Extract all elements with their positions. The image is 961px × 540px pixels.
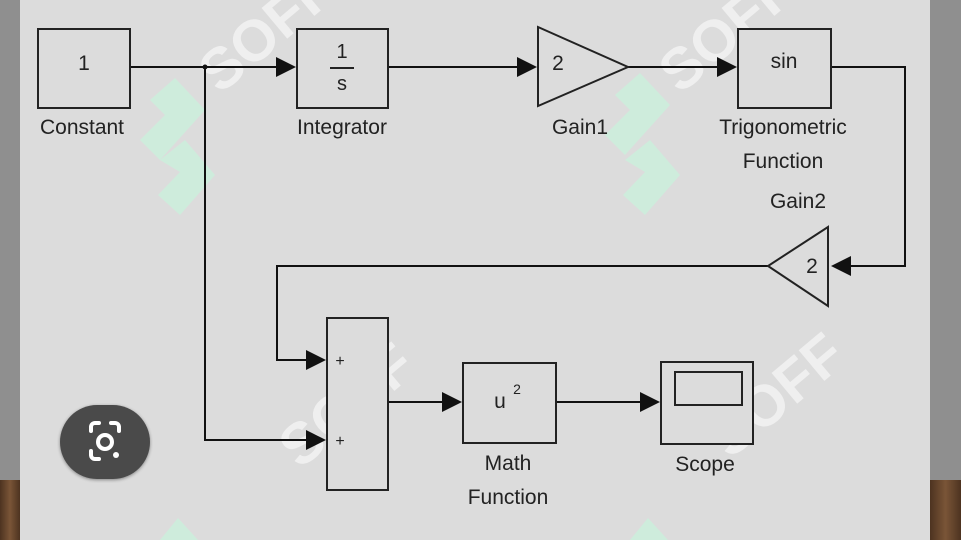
- sum-sign-lower: +: [335, 433, 344, 450]
- integrator-numerator: 1: [336, 41, 347, 63]
- integrator-label: Integrator: [297, 116, 387, 139]
- left-frame-strip: [0, 0, 20, 540]
- math-function-exponent: 2: [513, 381, 521, 397]
- gain2-label: Gain2: [770, 190, 826, 213]
- scope-block[interactable]: [660, 361, 754, 445]
- gain1-value: 2: [552, 52, 564, 75]
- right-frame-strip: [930, 0, 961, 540]
- gain2-block[interactable]: 2: [766, 225, 829, 308]
- sum-sign-upper: +: [335, 353, 344, 370]
- gain1-block[interactable]: 2: [537, 25, 631, 108]
- trig-function-value: sin: [771, 50, 798, 73]
- google-lens-icon: [89, 421, 121, 461]
- gain1-label: Gain1: [552, 116, 608, 139]
- constant-block[interactable]: 1: [37, 28, 131, 109]
- arrow-to-integrator: [276, 57, 296, 77]
- signal-lines: [130, 57, 906, 450]
- block-diagram-canvas: SOFF SOFF SOFF SOFF: [20, 0, 930, 540]
- arrow-to-gain1: [517, 57, 537, 77]
- scope-label: Scope: [675, 453, 735, 476]
- integrator-denominator: s: [337, 73, 347, 95]
- constant-value: 1: [78, 52, 90, 75]
- math-function-block[interactable]: u 2: [462, 362, 557, 444]
- wire-gain2-sum: [276, 265, 768, 361]
- scope-screen: [674, 371, 743, 406]
- math-function-base: u: [494, 390, 506, 413]
- arrow-to-trig: [717, 57, 737, 77]
- sum-block[interactable]: + +: [326, 317, 389, 491]
- trig-label-line2: Function: [743, 150, 824, 173]
- arrow-to-sum-upper: [306, 350, 326, 370]
- trig-label-line1: Trigonometric: [719, 116, 847, 139]
- wire-trig-gain2: [831, 66, 906, 267]
- trigonometric-function-block[interactable]: sin: [737, 28, 832, 109]
- integrator-block[interactable]: 1 s: [296, 28, 389, 109]
- wire-branch-to-sum: [204, 67, 306, 441]
- arrow-to-math: [442, 392, 462, 412]
- wood-corner-left: [0, 480, 20, 540]
- constant-label: Constant: [40, 116, 124, 139]
- arrow-to-gain2: [831, 256, 851, 276]
- google-lens-button[interactable]: [60, 405, 150, 479]
- block-diagram: SOFF SOFF SOFF SOFF: [37, 0, 906, 540]
- gain2-value: 2: [806, 255, 818, 278]
- math-label-line2: Function: [468, 486, 549, 509]
- math-label-line1: Math: [485, 452, 532, 475]
- wood-corner-right: [930, 480, 961, 540]
- arrow-to-scope: [640, 392, 660, 412]
- arrow-to-sum-lower: [306, 430, 326, 450]
